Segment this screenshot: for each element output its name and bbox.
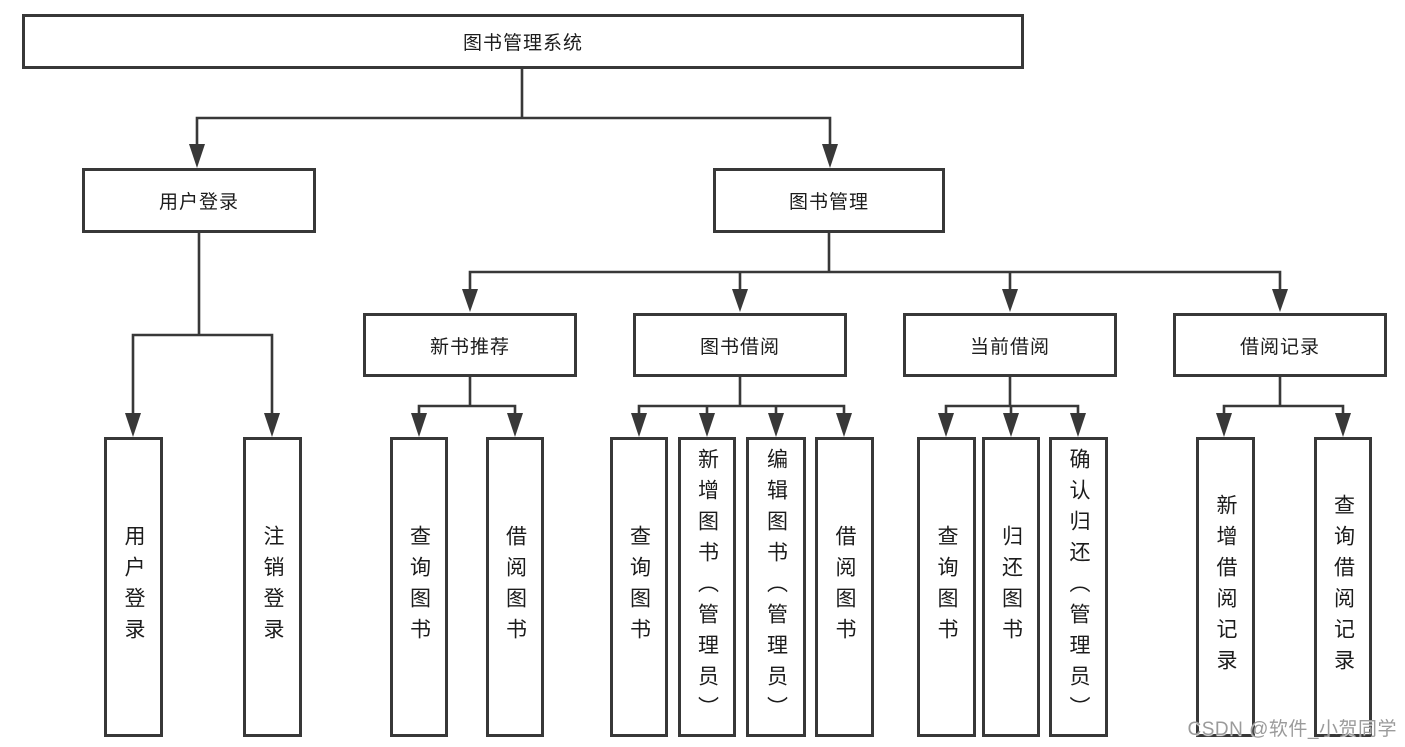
leaf-current-query-books-label: 查询图书	[935, 525, 958, 649]
leaf-newbooks-borrow-books: 借阅图书	[486, 437, 544, 737]
leaf-user-login-label: 用户登录	[122, 525, 145, 649]
leaf-borrow-borrow-books-label: 借阅图书	[833, 525, 856, 649]
leaf-user-login: 用户登录	[104, 437, 163, 737]
leaf-current-confirm-return-admin: 确认归还（管理员）	[1049, 437, 1108, 737]
leaf-current-return-books-label: 归还图书	[999, 525, 1023, 649]
node-new-book-recommend-label: 新书推荐	[429, 336, 510, 358]
leaf-borrow-query-books: 查询图书	[610, 437, 668, 737]
leaf-records-add-record-label: 新增借阅记录	[1214, 494, 1237, 680]
node-user-login-label: 用户登录	[158, 192, 239, 213]
node-borrow-records-label: 借阅记录	[1239, 336, 1320, 358]
node-borrow-records: 借阅记录	[1173, 313, 1387, 377]
leaf-borrow-add-books-admin-label: 新增图书（管理员）	[695, 447, 719, 727]
node-book-management-label: 图书管理	[788, 192, 869, 213]
leaf-logout-label: 注销登录	[261, 525, 284, 649]
node-book-borrow: 图书借阅	[633, 313, 847, 377]
leaf-borrow-edit-books-admin: 编辑图书（管理员）	[746, 437, 806, 737]
leaf-borrow-add-books-admin: 新增图书（管理员）	[678, 437, 736, 737]
node-book-management: 图书管理	[713, 168, 945, 233]
csdn-watermark: CSDN @软件_小贺同学	[1187, 719, 1397, 740]
node-current-borrow-label: 当前借阅	[969, 336, 1050, 358]
leaf-logout: 注销登录	[243, 437, 302, 737]
leaf-records-query-record: 查询借阅记录	[1314, 437, 1372, 737]
node-root-library-system: 图书管理系统	[22, 14, 1024, 69]
leaf-newbooks-borrow-books-label: 借阅图书	[503, 525, 527, 649]
leaf-newbooks-query-books: 查询图书	[390, 437, 448, 737]
node-current-borrow: 当前借阅	[903, 313, 1117, 377]
node-root-label: 图书管理系统	[462, 33, 583, 54]
leaf-current-confirm-return-admin-label: 确认归还（管理员）	[1067, 447, 1090, 727]
node-user-login: 用户登录	[82, 168, 316, 233]
leaf-borrow-query-books-label: 查询图书	[627, 525, 651, 649]
leaf-records-query-record-label: 查询借阅记录	[1331, 494, 1355, 680]
leaf-newbooks-query-books-label: 查询图书	[407, 525, 431, 649]
leaf-current-query-books: 查询图书	[917, 437, 976, 737]
leaf-borrow-edit-books-admin-label: 编辑图书（管理员）	[764, 447, 788, 727]
node-book-borrow-label: 图书借阅	[699, 336, 780, 358]
leaf-borrow-borrow-books: 借阅图书	[815, 437, 874, 737]
node-new-book-recommend: 新书推荐	[363, 313, 577, 377]
leaf-current-return-books: 归还图书	[982, 437, 1040, 737]
leaf-records-add-record: 新增借阅记录	[1196, 437, 1255, 737]
